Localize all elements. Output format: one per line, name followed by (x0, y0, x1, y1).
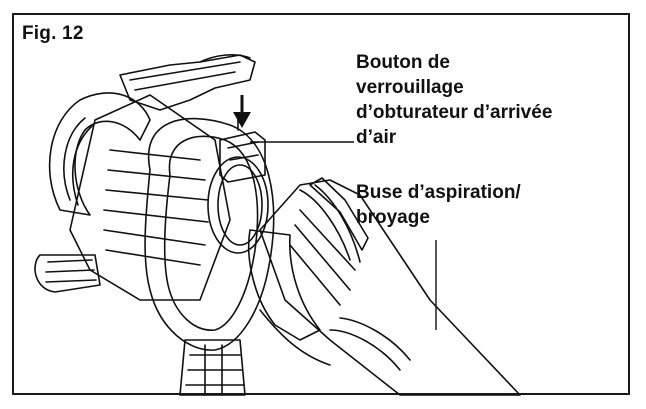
top-handle (119, 54, 256, 111)
nozzle-callout-line-1: Buse d’aspiration/ (356, 182, 521, 203)
lock-callout-line-3: d’obturateur d’arrivée (356, 102, 553, 123)
suction-nozzle (259, 179, 521, 396)
blower-outlet (179, 339, 246, 396)
lock-button-callout: Bouton de verrouillage d’obturateur d’ar… (356, 50, 626, 150)
rear-handle (48, 92, 151, 216)
motor-housing (69, 94, 231, 301)
impeller-housing (144, 117, 275, 351)
lock-callout-line-4: d’air (356, 127, 397, 148)
lock-arrow (233, 95, 251, 128)
lock-callout-line-2: verrouillage (356, 77, 464, 98)
figure-label: Fig. 12 (22, 23, 84, 44)
lock-button (219, 131, 266, 183)
nozzle-callout-line-2: broyage (356, 207, 430, 228)
nozzle-callout: Buse d’aspiration/ broyage (356, 180, 616, 230)
lock-callout-line-1: Bouton de (356, 52, 450, 73)
